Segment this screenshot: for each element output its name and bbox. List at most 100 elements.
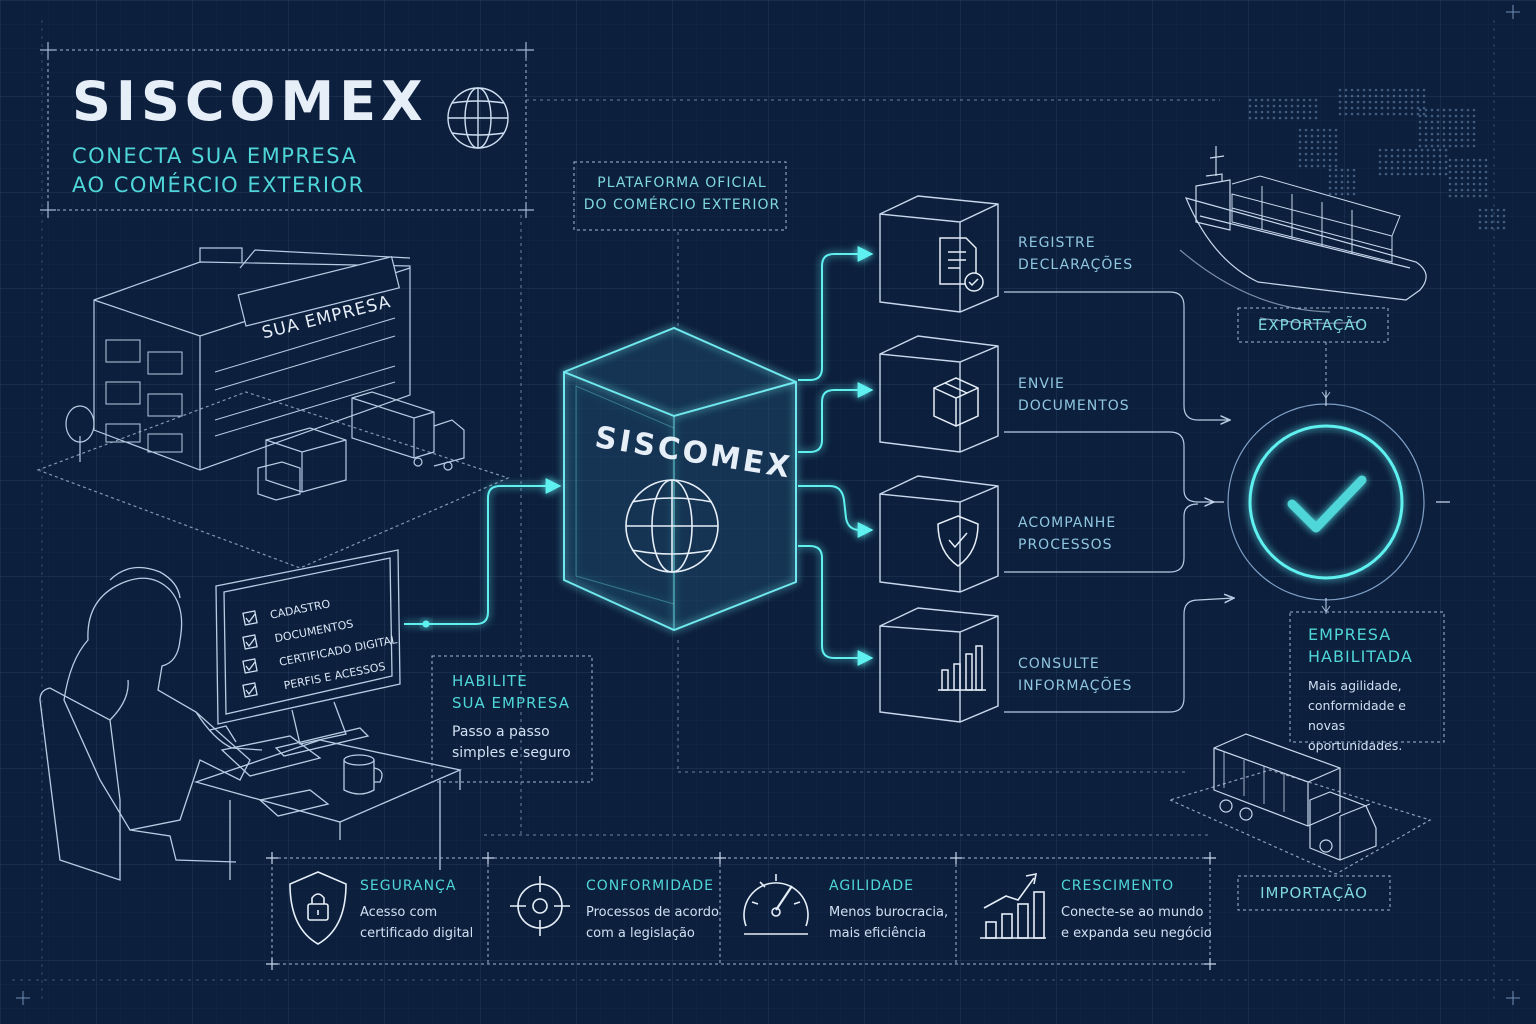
map-dot xyxy=(1466,176,1470,180)
map-dot xyxy=(1444,160,1448,164)
map-dot xyxy=(1316,140,1320,144)
map-dot xyxy=(1316,158,1320,162)
map-dot xyxy=(1304,140,1308,144)
map-dot xyxy=(1368,106,1372,110)
map-dot xyxy=(1430,144,1434,148)
header-frame xyxy=(40,42,534,218)
map-dot xyxy=(1272,104,1276,108)
monitor xyxy=(215,549,401,757)
map-dot xyxy=(1442,144,1446,148)
map-dot xyxy=(1454,158,1458,162)
map-dot xyxy=(1460,138,1464,142)
map-dot xyxy=(1378,154,1382,158)
map-dot xyxy=(1338,106,1342,110)
map-dot xyxy=(1496,214,1500,218)
map-dot xyxy=(1272,116,1276,120)
feature-desc-line: Menos burocracia, xyxy=(829,905,949,920)
desk xyxy=(193,739,463,880)
feature-desc-line: Processos de acordo xyxy=(586,905,719,920)
map-dot xyxy=(1254,116,1258,120)
subtitle-line-2: AO COMÉRCIO EXTERIOR xyxy=(72,173,365,197)
map-dot xyxy=(1290,110,1294,114)
map-dot xyxy=(1442,114,1446,118)
map-dot xyxy=(1322,164,1326,168)
map-dot xyxy=(1386,100,1390,104)
map-dot xyxy=(1314,98,1318,102)
map-dot xyxy=(1398,88,1402,92)
result-box: EMPRESA HABILITADA Mais agilidade, confo… xyxy=(1308,624,1440,756)
map-dot xyxy=(1454,188,1458,192)
map-dot xyxy=(1328,168,1332,172)
subtitle-line-1: CONECTA SUA EMPRESA xyxy=(72,144,358,168)
map-dot xyxy=(1356,112,1360,116)
feature-desc-line: certificado digital xyxy=(360,926,474,941)
map-dot xyxy=(1502,226,1506,230)
map-dot xyxy=(1414,148,1418,152)
map-dot xyxy=(1436,126,1440,130)
map-dot xyxy=(1344,94,1348,98)
map-dot xyxy=(1432,154,1436,158)
map-dot xyxy=(1248,98,1252,102)
map-dot xyxy=(1418,120,1422,124)
map-dot xyxy=(1404,106,1408,110)
map-dot xyxy=(1346,192,1350,196)
platform-label: PLATAFORMA OFICIAL DO COMÉRCIO EXTERIOR xyxy=(580,172,784,216)
map-dot xyxy=(1334,164,1338,168)
map-dot xyxy=(1478,176,1482,180)
map-dot xyxy=(1484,214,1488,218)
map-dot xyxy=(1448,114,1452,118)
speedometer-icon xyxy=(743,874,809,935)
map-dot xyxy=(1448,144,1452,148)
map-dot xyxy=(1334,168,1338,172)
map-dot xyxy=(1284,110,1288,114)
map-dot xyxy=(1466,164,1470,168)
map-dot xyxy=(1478,158,1482,162)
feature-desc-line: mais eficiência xyxy=(829,926,927,941)
map-dot xyxy=(1302,110,1306,114)
map-dot xyxy=(1328,192,1332,196)
map-dot xyxy=(1290,104,1294,108)
habilite-desc-1: Passo a passo xyxy=(452,724,550,740)
map-dot xyxy=(1438,172,1442,176)
map-dot xyxy=(1416,112,1420,116)
map-dot xyxy=(1484,164,1488,168)
shield-check-icon xyxy=(937,515,979,567)
map-dot xyxy=(1472,138,1476,142)
map-dot xyxy=(1392,94,1396,98)
map-dot xyxy=(1322,128,1326,132)
map-dot xyxy=(1454,126,1458,130)
map-dot xyxy=(1302,104,1306,108)
map-dot xyxy=(1438,148,1442,152)
map-dot xyxy=(1410,106,1414,110)
map-dot xyxy=(1308,110,1312,114)
map-dot xyxy=(1426,172,1430,176)
map-dot xyxy=(1460,114,1464,118)
result-desc-2: conformidade e xyxy=(1308,698,1406,713)
map-dot xyxy=(1308,104,1312,108)
import-truck-icon xyxy=(1168,733,1432,875)
map-dot xyxy=(1386,106,1390,110)
step-label-1: REGISTRE DECLARAÇÕES xyxy=(1018,232,1133,276)
map-dot xyxy=(1368,100,1372,104)
map-dot xyxy=(1454,182,1458,186)
map-dot xyxy=(1316,164,1320,168)
map-dot xyxy=(1442,138,1446,142)
map-dot xyxy=(1298,164,1302,168)
map-dot xyxy=(1448,126,1452,130)
feature-agilidade: AGILIDADE Menos burocracia, mais eficiên… xyxy=(829,878,948,944)
map-dot xyxy=(1296,104,1300,108)
map-dot xyxy=(1316,134,1320,138)
map-dot xyxy=(1334,174,1338,178)
map-dot xyxy=(1398,100,1402,104)
map-dot xyxy=(1310,152,1314,156)
map-dot xyxy=(1404,112,1408,116)
map-dot xyxy=(1380,112,1384,116)
map-dot xyxy=(1466,120,1470,124)
check-circle xyxy=(1210,392,1450,612)
map-dot xyxy=(1460,182,1464,186)
map-dot xyxy=(1418,108,1422,112)
map-dot xyxy=(1444,154,1448,158)
map-dot xyxy=(1430,132,1434,136)
map-dot xyxy=(1384,166,1388,170)
connectors-to-steps xyxy=(798,246,874,666)
